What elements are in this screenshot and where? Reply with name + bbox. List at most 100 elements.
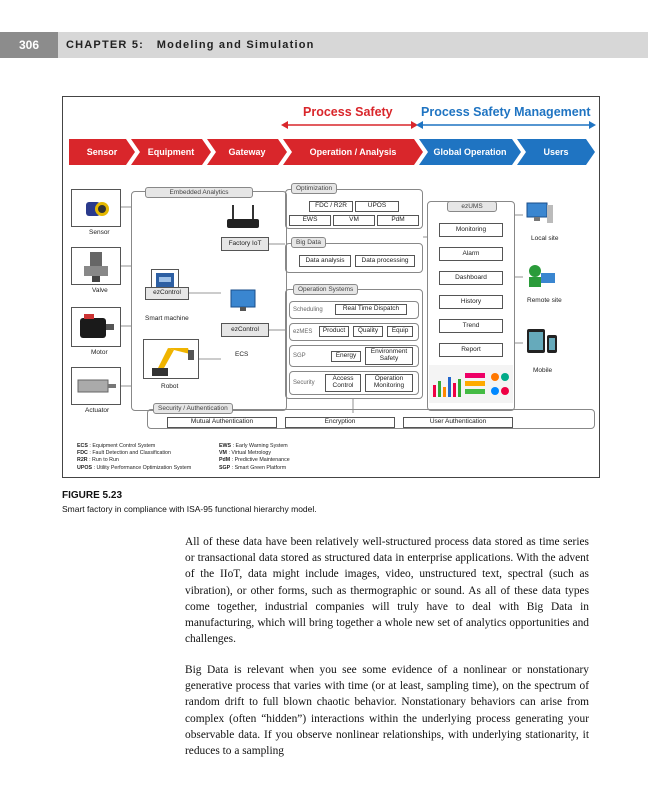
connector-lines [121, 206, 523, 413]
scope-arrows [281, 121, 596, 129]
ezmes-label: ezMES [293, 329, 313, 335]
glossary-entry: FDC : Fault Detection and Classification [77, 450, 171, 457]
pdm-box: PdM [377, 215, 419, 226]
user-authentication-box: User Authentication [403, 417, 513, 428]
factory-iot-box: Factory IoT [221, 237, 269, 251]
optimization-tag: Optimization [291, 183, 338, 194]
stage-gateway: Gateway [207, 139, 287, 165]
ezmes-row [289, 323, 419, 341]
chapter-title: Modeling and Simulation [156, 39, 315, 51]
history-box: History [439, 295, 503, 309]
trend-box: Trend [439, 319, 503, 333]
process-safety-management-title: Process Safety Management [421, 105, 591, 119]
ezcontrol-box: ezControl [145, 287, 189, 300]
figure-caption-label: FIGURE 5.23 [62, 490, 123, 501]
big-data-group [285, 243, 423, 273]
glossary-entry: SGP : Smart Green Platform [219, 464, 287, 471]
sgp-label: SGP [293, 353, 306, 359]
glossary-entry: UPOS : Utility Performance Optimization … [77, 464, 192, 471]
embedded-analytics-tag: Embedded Analytics [145, 187, 253, 198]
sensor-icon [86, 202, 109, 216]
report-box: Report [439, 343, 503, 357]
dashboard-screenshot [429, 365, 513, 403]
scheduling-label: Scheduling [293, 307, 323, 313]
actuator-icon [77, 379, 116, 393]
page-number: 306 [0, 32, 58, 58]
blue-arrow-right-head [589, 121, 596, 129]
monitor-icon [230, 289, 256, 311]
stage-sensor: Sensor [69, 139, 135, 165]
motor-label: Motor [91, 349, 108, 356]
figure-smart-factory: Process Safety Process Safety Management… [62, 96, 600, 478]
actuator-image [71, 367, 121, 405]
local-site-label: Local site [531, 235, 559, 242]
glossary-right: EWS : Early Warning System VM : Virtual … [219, 443, 290, 472]
red-arrow-right-head [411, 121, 418, 129]
motor-image [71, 307, 121, 347]
dashboard-box: Dashboard [439, 271, 503, 285]
sgp-row [289, 345, 419, 367]
blue-arrow-left-head [416, 121, 423, 129]
environment-safety-box: Environment Safety [365, 347, 413, 365]
mobile-label: Mobile [533, 367, 553, 374]
quality-box: Quality [353, 326, 383, 337]
chapter-label: CHAPTER 5: [66, 39, 145, 51]
mobile-devices-icon [527, 329, 557, 353]
glossary-entry: VM : Virtual Metrology [219, 450, 272, 457]
remote-site-label: Remote site [527, 297, 562, 304]
mutual-authentication-box: Mutual Authentication [167, 417, 277, 428]
security-authentication-tag: Security / Authentication [153, 403, 233, 414]
robot-image [143, 339, 199, 379]
process-safety-title: Process Safety [303, 105, 393, 119]
operation-monitoring-box: Operation Monitoring [365, 374, 413, 392]
fdc-r2r-box: FDC / R2R [309, 201, 353, 212]
page-header: 306 CHAPTER 5: Modeling and Simulation [0, 32, 648, 58]
operation-systems-tag: Operation Systems [293, 284, 359, 295]
remote-user-icon [529, 265, 555, 287]
monitoring-box: Monitoring [439, 223, 503, 237]
data-analysis-box: Data analysis [299, 255, 351, 267]
sensor-label: Sensor [89, 229, 110, 236]
alarm-box: Alarm [439, 247, 503, 261]
valve-label: Valve [92, 287, 108, 294]
body-paragraph-1: All of these data have been relatively w… [185, 536, 589, 646]
security-row [289, 371, 419, 395]
smart-machine-label: Smart machine [145, 315, 189, 322]
router-image [223, 201, 263, 231]
energy-box: Energy [331, 351, 361, 362]
robot-arm-icon [152, 348, 194, 376]
security-authentication-group [147, 409, 595, 429]
optimization-group [285, 189, 423, 229]
ezcontrol-ecs-box: ezControl [221, 323, 269, 337]
stage-global-operation: Global Operation [419, 139, 521, 165]
glossary-left: ECS : Equipment Control System FDC : Fau… [77, 443, 191, 472]
stage-operation-analysis: Operation / Analysis [283, 139, 423, 165]
dashboard-chart-icon [433, 373, 509, 397]
stage-users: Users [517, 139, 595, 165]
motor-icon [80, 314, 114, 338]
scheduling-row [289, 301, 419, 319]
upos-box: UPOS [355, 201, 399, 212]
glossary-entry: EWS : Early Warning System [219, 443, 288, 449]
body-paragraph-2: Big Data is relevant when you see some e… [185, 664, 589, 758]
real-time-dispatch-box: Real Time Dispatch [335, 304, 407, 315]
big-data-tag: Big Data [291, 237, 326, 248]
robot-label: Robot [161, 383, 179, 390]
red-arrow-left-head [281, 121, 288, 129]
equip-box: Equip [387, 326, 413, 337]
stage-equipment: Equipment [131, 139, 211, 165]
product-box: Product [319, 326, 349, 337]
access-control-box: Access Control [325, 374, 361, 392]
figure-caption-text: Smart factory in compliance with ISA-95 … [62, 504, 317, 514]
glossary-entry: PdM : Predictive Maintenance [219, 457, 290, 464]
security-label: Security [293, 380, 315, 386]
ews-box: EWS [289, 215, 331, 226]
valve-image [71, 247, 121, 285]
sensor-image [71, 189, 121, 227]
actuator-label: Actuator [85, 407, 110, 414]
ecs-label: ECS [235, 351, 249, 358]
glossary-entry: ECS : Equipment Control System [77, 443, 156, 449]
running-head: CHAPTER 5: Modeling and Simulation [66, 32, 315, 58]
data-processing-box: Data processing [355, 255, 415, 267]
vm-box: VM [333, 215, 375, 226]
